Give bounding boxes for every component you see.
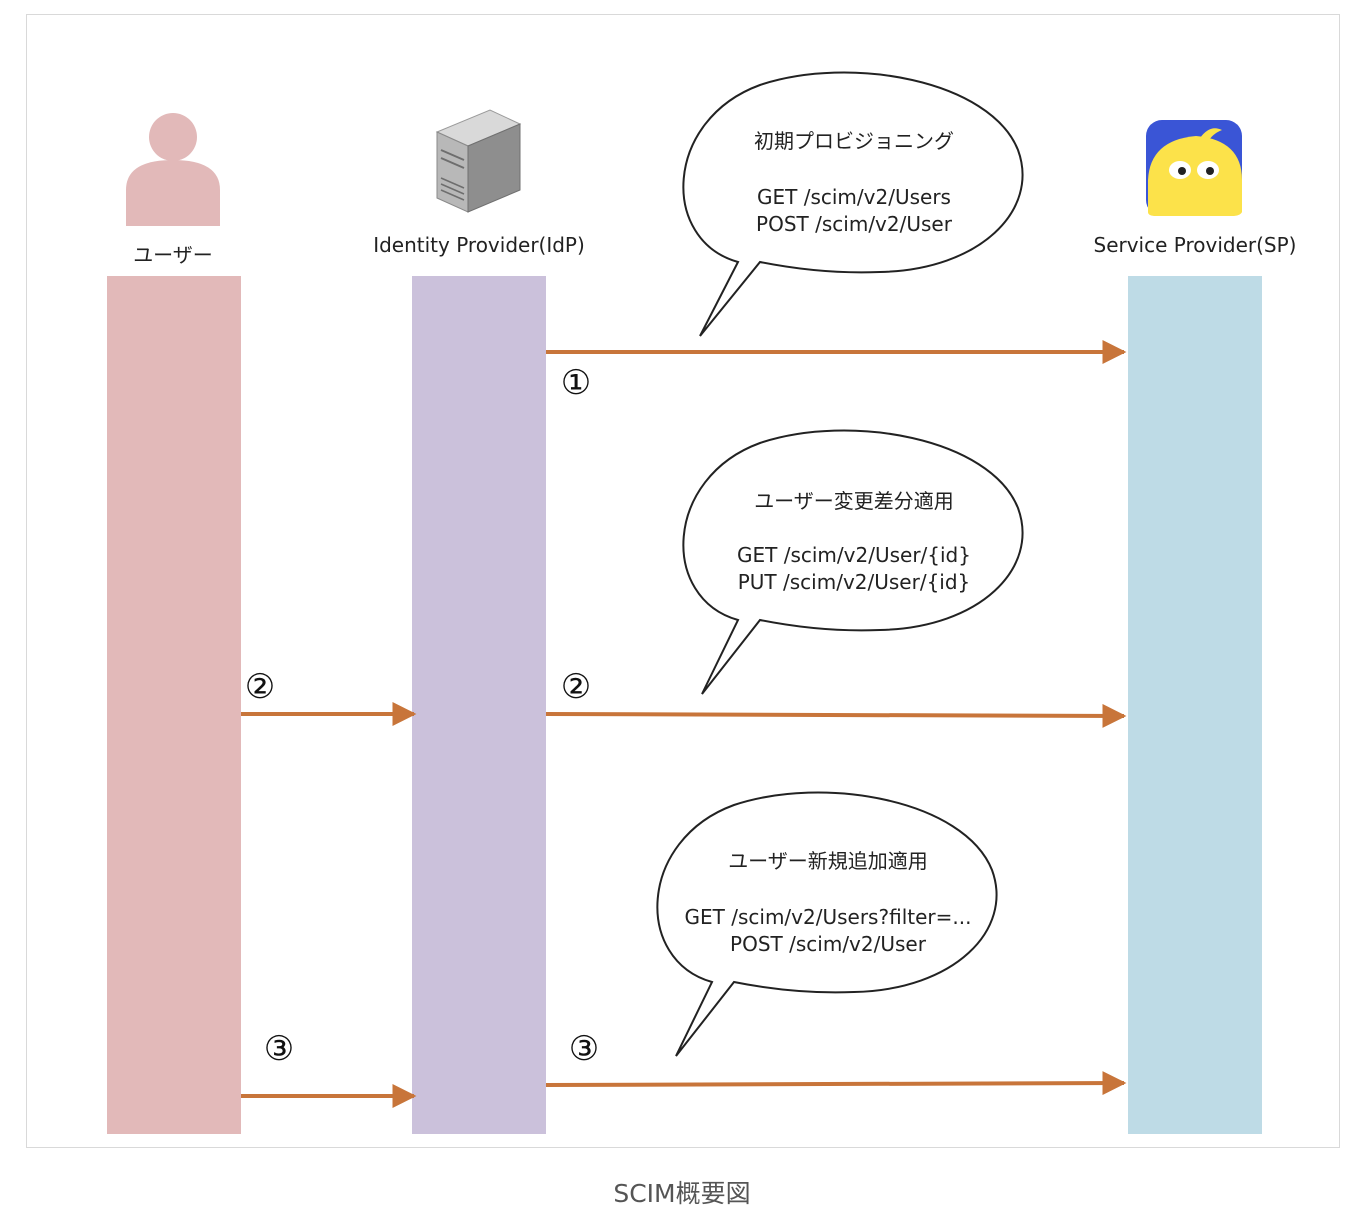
figure-caption: SCIM概要図	[613, 1179, 751, 1208]
bubble2-line1: GET /scim/v2/User/{id}	[737, 543, 971, 567]
user-person-icon	[126, 113, 220, 226]
step-3-user-marker: ③	[264, 1029, 294, 1069]
bubble1-line1: GET /scim/v2/Users	[757, 185, 951, 209]
step-3-idp-marker: ③	[569, 1029, 599, 1069]
arrow-3-idp-to-sp	[545, 1071, 1127, 1096]
bubble3-line1: GET /scim/v2/Users?filter=...	[685, 905, 972, 929]
step-1-marker: ①	[561, 363, 591, 403]
speech-bubble-user-add: ユーザー新規追加適用 GET /scim/v2/Users?filter=...…	[656, 791, 998, 1057]
user-lifeline	[107, 276, 241, 1134]
bubble1-line2: POST /scim/v2/User	[756, 212, 953, 236]
bubble1-title: 初期プロビジョニング	[754, 129, 954, 153]
bubble3-title: ユーザー新規追加適用	[728, 849, 928, 873]
server-icon	[435, 109, 522, 213]
speech-bubble-user-update: ユーザー変更差分適用 GET /scim/v2/User/{id} PUT /s…	[682, 429, 1024, 695]
idp-label: Identity Provider(IdP)	[373, 233, 585, 257]
idp-lifeline	[412, 276, 546, 1134]
service-app-icon	[1146, 120, 1242, 216]
bubble2-line2: PUT /scim/v2/User/{id}	[738, 570, 971, 594]
bubble3-line2: POST /scim/v2/User	[730, 932, 927, 956]
step-2-idp-marker: ②	[561, 667, 591, 707]
diagram-frame	[26, 14, 1340, 1148]
sp-label: Service Provider(SP)	[1094, 233, 1297, 257]
sp-lifeline	[1128, 276, 1262, 1134]
speech-bubble-initial-provisioning: 初期プロビジョニング GET /scim/v2/Users POST /scim…	[682, 71, 1024, 337]
user-label: ユーザー	[133, 243, 213, 267]
bubble2-title: ユーザー変更差分適用	[754, 489, 954, 513]
step-2-user-marker: ②	[245, 667, 275, 707]
arrow-2-idp-to-sp	[545, 703, 1127, 728]
